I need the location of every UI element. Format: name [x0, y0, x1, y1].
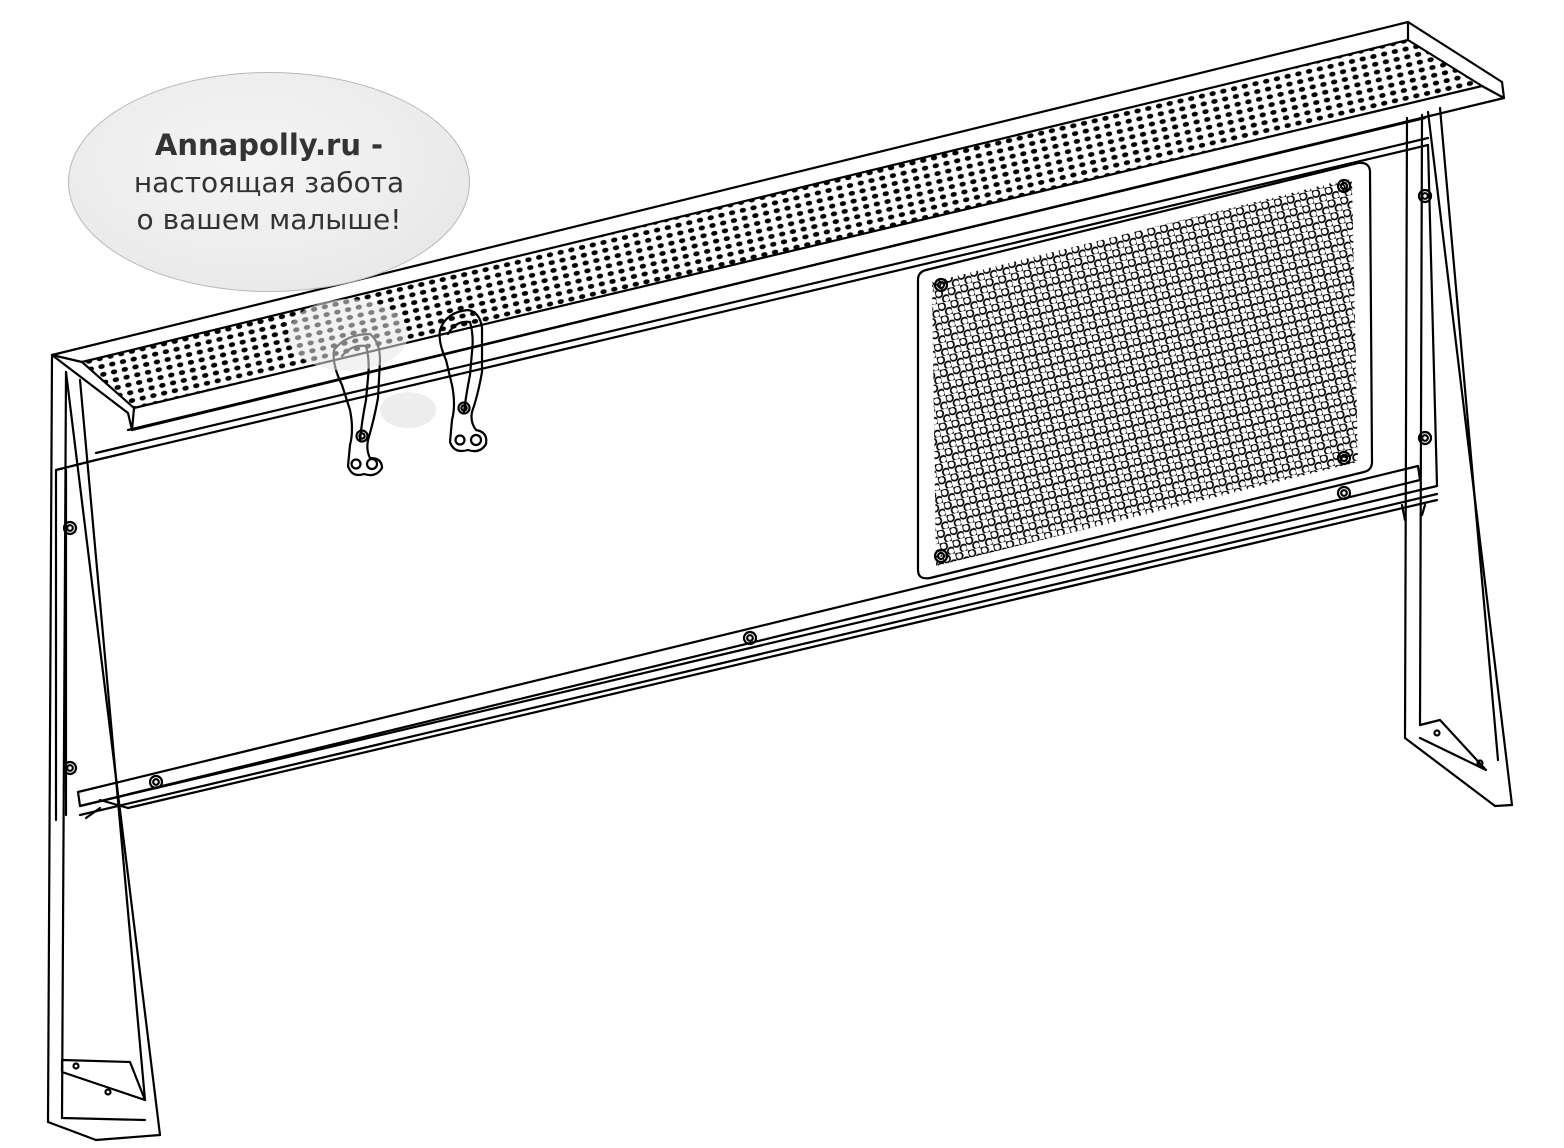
watermark-shadow: [288, 299, 408, 371]
top-shelf-mesh: [82, 40, 1482, 408]
watermark-line-2: о вашем малыше!: [136, 203, 402, 236]
perforated-panel-mesh: [932, 178, 1358, 566]
watermark-shadow: [380, 392, 436, 428]
bolt: [1417, 430, 1433, 446]
perforated-panel: [916, 161, 1374, 580]
lower-rails: [76, 464, 1439, 820]
left-side-frame: [46, 353, 162, 1142]
bolt: [742, 630, 758, 646]
hanging-rail: [94, 116, 1430, 462]
bolts: [62, 188, 1433, 790]
bolt: [1336, 485, 1352, 501]
perforated-panel-outline: [916, 161, 1374, 580]
bolt: [148, 774, 164, 790]
watermark-bubble: Annapolly.ru - настоящая забота о вашем …: [68, 72, 470, 292]
top-shelf: [50, 20, 1506, 432]
bolt: [62, 520, 78, 536]
bolt: [62, 760, 78, 776]
hook-right: [438, 308, 488, 453]
bolt: [1417, 188, 1433, 204]
right-side-frame: [1400, 106, 1514, 808]
watermark-brand: Annapolly.ru -: [154, 128, 384, 162]
watermark-line-1: настоящая забота: [133, 166, 405, 199]
